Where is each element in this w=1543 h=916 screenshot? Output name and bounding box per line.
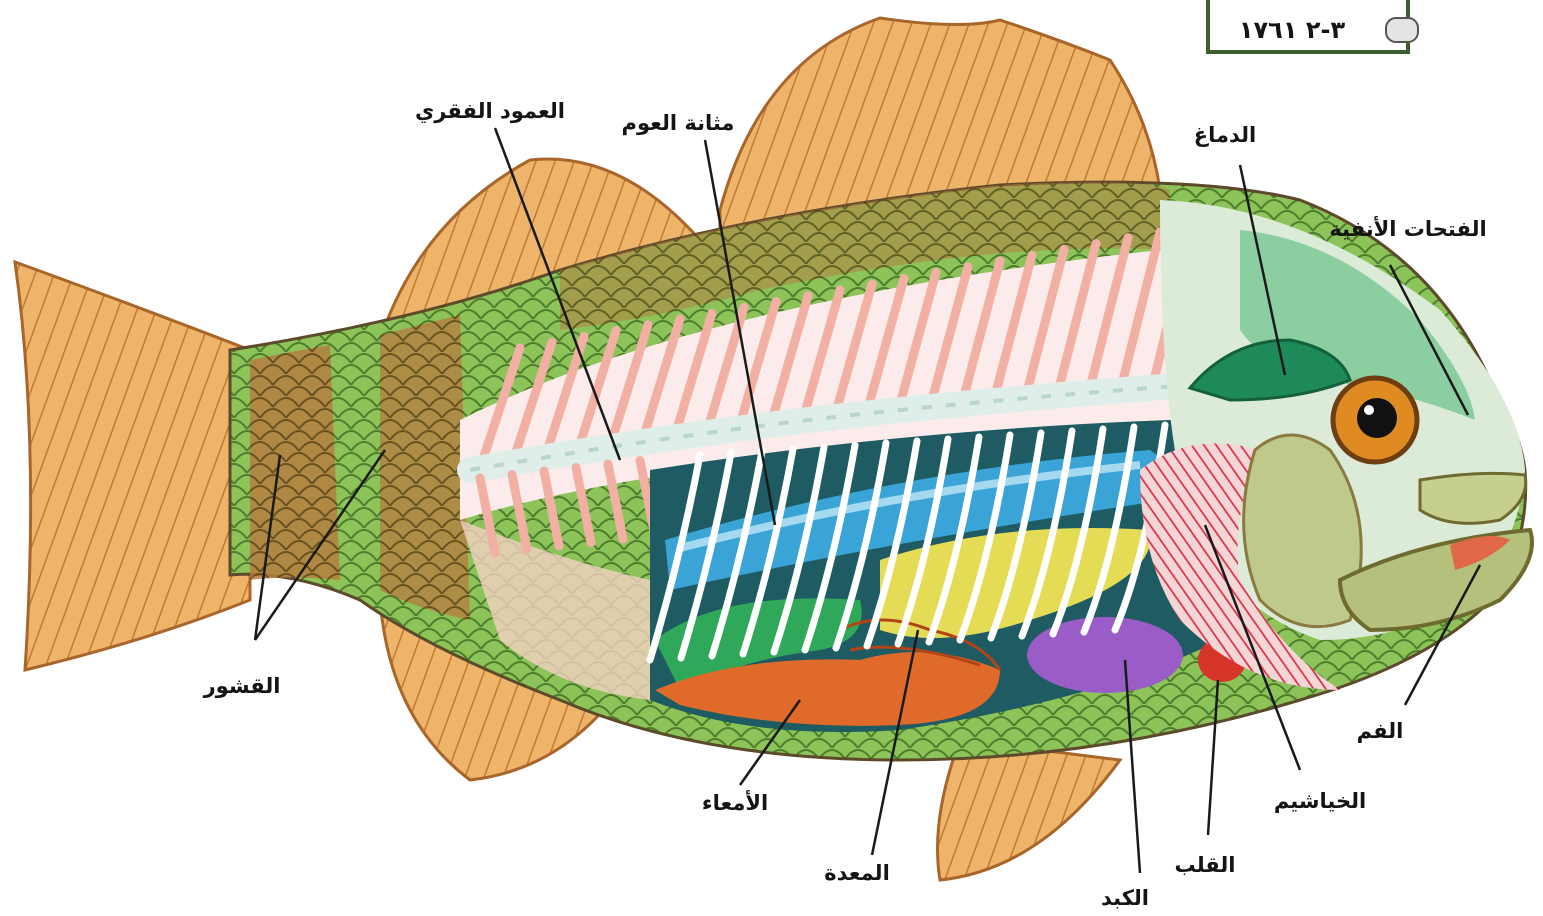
- corner-badge: ٣-٢ ١٧٦١: [1208, 0, 1418, 52]
- label-swim-bladder: مثانة العوم: [622, 111, 735, 135]
- liver: [1027, 617, 1183, 693]
- label-spine: العمود الفقري: [415, 99, 565, 124]
- label-gills: الخياشيم: [1274, 789, 1366, 813]
- label-intestines: الأمعاء: [702, 789, 768, 815]
- pelvic-fin: [938, 740, 1121, 880]
- label-scales: القشور: [203, 674, 281, 698]
- label-brain: الدماغ: [1194, 123, 1256, 147]
- brown-band-2: [380, 315, 470, 620]
- brown-band-1: [250, 345, 340, 580]
- label-mouth: الفم: [1357, 719, 1404, 743]
- tail-fin: [15, 262, 250, 670]
- corner-badge-text: ٣-٢ ١٧٦١: [1239, 16, 1346, 44]
- label-liver: الكبد: [1101, 886, 1149, 910]
- label-stomach: المعدة: [824, 861, 890, 885]
- label-nostrils: الفتحات الأنفية: [1329, 215, 1486, 241]
- label-heart: القلب: [1174, 853, 1235, 877]
